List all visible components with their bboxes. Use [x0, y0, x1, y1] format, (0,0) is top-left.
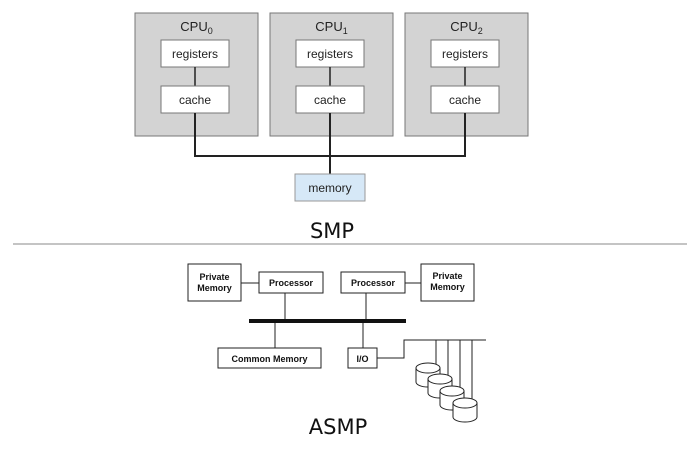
cpu-2-cache-label: cache: [449, 93, 481, 107]
private-memory-right-label: Private: [432, 271, 462, 281]
private-memory-right-label-2: Memory: [430, 282, 465, 292]
processor-left-label: Processor: [269, 278, 314, 288]
cpu-1-registers-box: [295, 39, 365, 68]
cpu-1-cache-box: [295, 85, 365, 114]
cpu-2-cache-box: [430, 85, 500, 114]
asmp-title: ASMP: [309, 415, 367, 439]
io-label: I/O: [356, 354, 368, 364]
cpu-2-registers-label: registers: [442, 47, 488, 61]
cpu-0-registers-label: registers: [172, 47, 218, 61]
common-memory-label: Common Memory: [231, 354, 307, 364]
memory-box: [294, 173, 366, 202]
memory-label: memory: [308, 181, 351, 195]
smp-bus: [194, 113, 466, 174]
cpu-2-label: CPU2: [450, 19, 482, 36]
private-memory-left-label: Private: [199, 272, 229, 282]
processor-left-box: [258, 271, 324, 294]
cpu-2-registers-box: [430, 39, 500, 68]
cpu-0-registers-box: [160, 39, 230, 68]
cpu-0-cache-box: [160, 85, 230, 114]
private-memory-left-label-2: Memory: [197, 283, 232, 293]
asmp-diagram: Private Memory Processor Processor Priva…: [187, 263, 486, 439]
private-memory-left-box: [187, 263, 242, 302]
cpu-2: CPU2 registers cache: [404, 12, 529, 137]
cpu-1: CPU1 registers cache: [269, 12, 394, 137]
common-memory-box: [217, 347, 322, 369]
cpu-1-label: CPU1: [315, 19, 347, 36]
cpu-1-box: [269, 12, 394, 137]
smp-title: SMP: [310, 219, 354, 243]
disk-4: [452, 397, 478, 423]
io-disk-bus: [377, 339, 486, 359]
cpu-1-cache-label: cache: [314, 93, 346, 107]
cpu-2-box: [404, 12, 529, 137]
cpu-1-registers-label: registers: [307, 47, 353, 61]
asmp-bus: [249, 319, 406, 323]
cpu-0-cache-label: cache: [179, 93, 211, 107]
cpu-0-label: CPU0: [180, 19, 212, 36]
cpu-0-box: [134, 12, 259, 137]
smp-diagram: CPU0 registers cache CPU1 registers cach…: [134, 12, 529, 243]
processor-right-label: Processor: [351, 278, 396, 288]
cpu-0: CPU0 registers cache: [134, 12, 259, 137]
private-memory-right-box: [420, 263, 475, 302]
